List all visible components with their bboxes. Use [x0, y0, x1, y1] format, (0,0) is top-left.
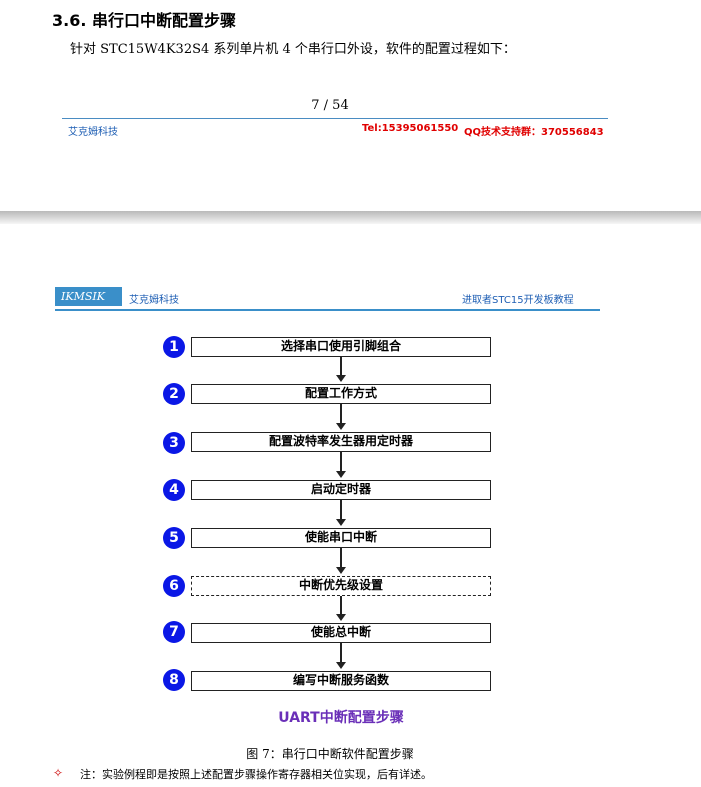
step-number-circle: 4	[163, 479, 185, 501]
flow-arrow-head	[336, 375, 346, 382]
flowchart-title: UART中断配置步骤	[278, 710, 404, 726]
footer-tel: Tel:15395061550	[362, 123, 459, 134]
flow-arrow-line	[340, 548, 342, 567]
step-number-circle: 1	[163, 336, 185, 358]
step-box: 选择串口使用引脚组合	[191, 337, 491, 357]
footer-company: 艾克姆科技	[68, 127, 118, 138]
page-number: 7 / 54	[311, 98, 349, 113]
step-number-circle: 7	[163, 621, 185, 643]
footer-qq: QQ技术支持群：370556843	[464, 127, 604, 138]
flow-arrow-head	[336, 471, 346, 478]
step-box: 配置波特率发生器用定时器	[191, 432, 491, 452]
flow-arrow-head	[336, 662, 346, 669]
step-box: 启动定时器	[191, 480, 491, 500]
step-box: 编写中断服务函数	[191, 671, 491, 691]
footer-divider	[62, 118, 608, 119]
flow-arrow-line	[340, 596, 342, 614]
step-box: 使能串口中断	[191, 528, 491, 548]
ikmsik-logo: IKMSIK	[55, 287, 122, 306]
flow-arrow-line	[340, 452, 342, 471]
flow-arrow-line	[340, 404, 342, 423]
note-star-icon: ✧	[53, 766, 64, 780]
step-box: 配置工作方式	[191, 384, 491, 404]
section-intro-text: 针对 STC15W4K32S4 系列单片机 4 个串行口外设，软件的配置过程如下…	[70, 42, 516, 57]
flow-arrow-line	[340, 643, 342, 662]
flow-arrow-head	[336, 614, 346, 621]
flow-arrow-line	[340, 500, 342, 519]
figure-caption: 图 7：串行口中断软件配置步骤	[246, 747, 414, 761]
step-number-circle: 6	[163, 575, 185, 597]
page-separator	[0, 211, 701, 224]
step-number-circle: 5	[163, 527, 185, 549]
flow-arrow-head	[336, 423, 346, 430]
flow-arrow-head	[336, 567, 346, 574]
step-number-circle: 8	[163, 669, 185, 691]
note-text: 注：实验例程即是按照上述配置步骤操作寄存器相关位实现，后有详述。	[80, 768, 432, 781]
step-number-circle: 3	[163, 432, 185, 454]
step-box: 使能总中断	[191, 623, 491, 643]
step-box-optional: 中断优先级设置	[191, 576, 491, 596]
step-number-circle: 2	[163, 383, 185, 405]
flow-arrow-head	[336, 519, 346, 526]
header-divider	[55, 309, 600, 311]
flow-arrow-line	[340, 357, 342, 375]
section-title: 3.6. 串行口中断配置步骤	[52, 11, 236, 30]
header-company: 艾克姆科技	[129, 295, 179, 306]
header-course: 进取者STC15开发板教程	[462, 295, 574, 306]
